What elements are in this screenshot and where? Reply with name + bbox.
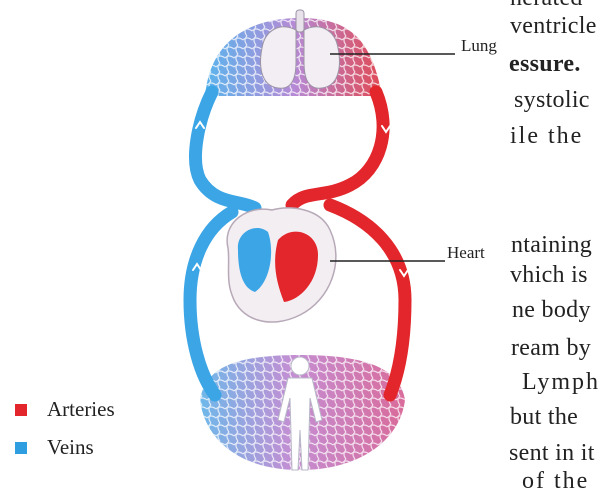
legend-label-veins: Veins	[47, 437, 94, 458]
legend-item-veins: Veins	[15, 437, 94, 458]
legend-swatch-veins	[15, 442, 27, 454]
legend-label-arteries: Arteries	[47, 399, 115, 420]
legend-item-arteries: Arteries	[15, 399, 115, 420]
lung-label: Lung	[461, 37, 497, 54]
legend-swatch-arteries	[15, 404, 27, 416]
heart-icon	[227, 208, 336, 322]
heart-label: Heart	[447, 244, 485, 261]
